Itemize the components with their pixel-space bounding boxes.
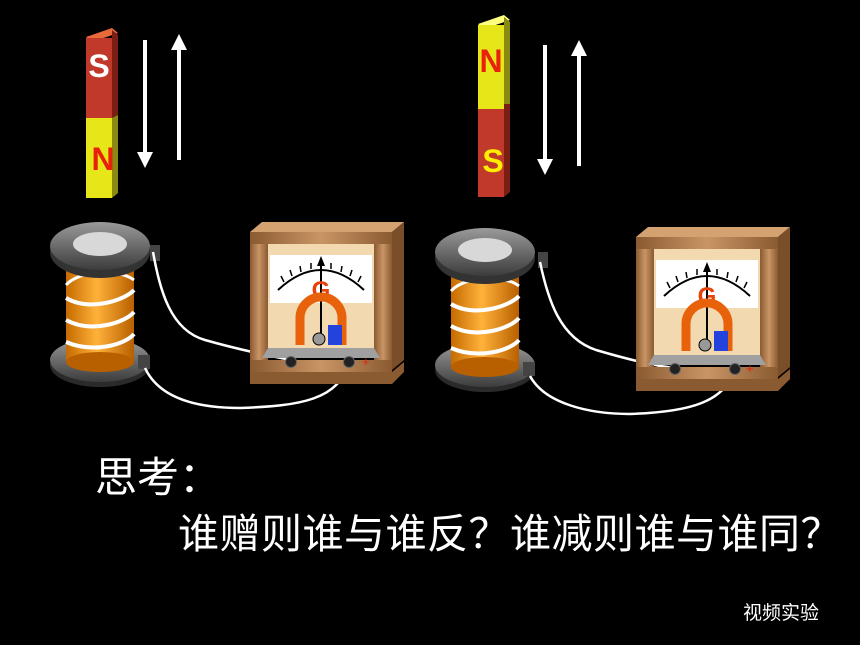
wire-left-bottom [143, 360, 351, 410]
galvanometer-right: G + [636, 227, 790, 391]
setup-right: N S [435, 15, 790, 416]
coil-right [435, 228, 548, 392]
plus-terminal-label: + [362, 354, 370, 369]
magnet-pole-bottom: S [482, 143, 503, 179]
setup-left: S N [50, 28, 404, 410]
bar-magnet-right: N S [478, 15, 510, 197]
question-text: 谁赠则谁与谁反？谁减则谁与谁同？ [178, 510, 842, 558]
think-title: 思考： [95, 453, 222, 502]
coil-left [50, 222, 160, 387]
bar-magnet-left: S N [86, 28, 118, 198]
magnet-pole-top: N [479, 43, 502, 79]
wire-right-bottom [528, 368, 737, 416]
plus-terminal-label: + [746, 361, 754, 376]
magnet-pole-bottom: N [91, 141, 114, 177]
video-experiment-link[interactable]: 视频实验 [743, 602, 820, 624]
magnet-pole-top: S [88, 48, 109, 84]
galvanometer-left: G + [250, 222, 404, 384]
